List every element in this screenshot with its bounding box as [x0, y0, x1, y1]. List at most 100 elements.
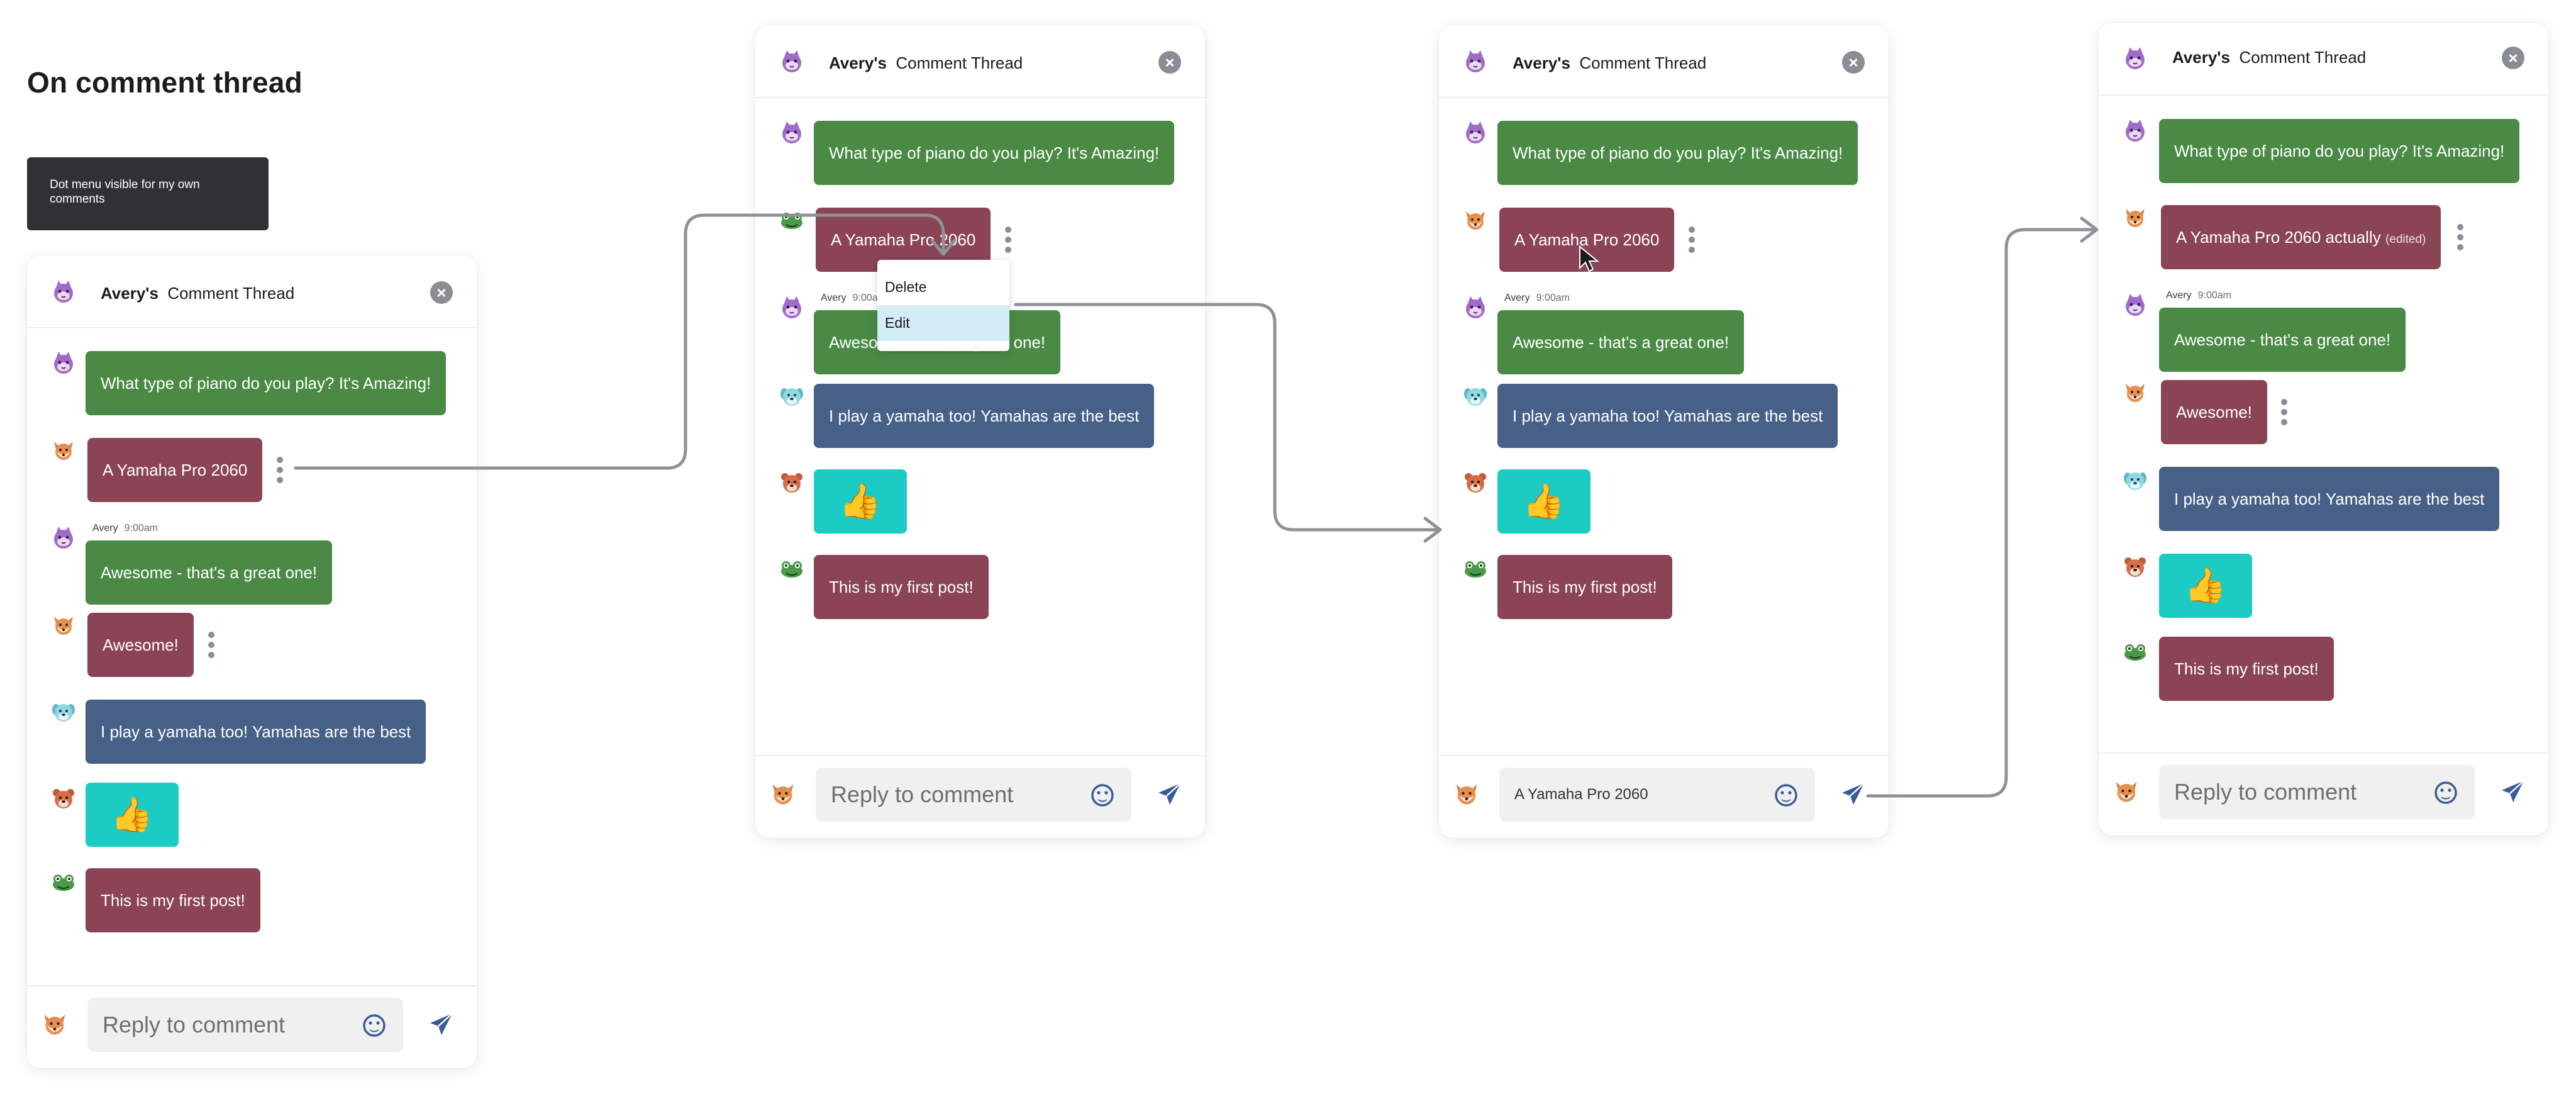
thumbs-up-bubble[interactable]: 👍 [86, 783, 179, 847]
reply-bar [2099, 752, 2548, 836]
thumbs-up-bubble[interactable]: 👍 [814, 469, 907, 534]
comment-thread-panel-1: Avery's Comment Thread What type of pian… [27, 255, 477, 1068]
frog-icon [2123, 639, 2148, 664]
page-title: On comment thread [27, 66, 303, 99]
message-bubble[interactable]: A Yamaha Pro 2060 [87, 438, 263, 502]
meta-time: 9:00am [2197, 290, 2231, 301]
purple-cat-icon [779, 50, 804, 75]
thread-title: Avery's Comment Thread [101, 284, 294, 303]
menu-item-delete[interactable]: Delete [885, 279, 927, 295]
bear-icon [2123, 555, 2148, 580]
reply-bar [27, 985, 477, 1068]
thread-header: Avery's Comment Thread [27, 255, 477, 328]
message-bubble[interactable]: I play a yamaha too! Yamahas are the bes… [1497, 384, 1838, 448]
message-meta: Avery 9:00am [2166, 290, 2231, 301]
message-bubble[interactable]: Awesome - that's a great one! [2159, 308, 2406, 372]
send-icon[interactable] [429, 1012, 454, 1037]
more-dots-icon[interactable] [1689, 226, 1695, 257]
more-dots-icon[interactable] [208, 632, 214, 662]
thread-owner: Avery's [2172, 48, 2230, 67]
reply-box [87, 998, 403, 1052]
message-bubble[interactable]: I play a yamaha too! Yamahas are the bes… [2159, 467, 2500, 531]
thread-owner: Avery's [829, 53, 887, 72]
comment-thread-panel-3: Avery's Comment Thread What type of pian… [1439, 25, 1889, 838]
reply-box [2159, 765, 2475, 819]
close-icon[interactable] [1842, 51, 1865, 74]
menu-item-edit[interactable]: Edit [877, 305, 1009, 341]
purple-cat-icon [1463, 50, 1488, 75]
frog-icon [779, 556, 804, 581]
close-icon[interactable] [1158, 51, 1181, 74]
message-bubble[interactable]: This is my first post! [1497, 555, 1672, 619]
fox-icon [51, 438, 76, 463]
purple-cat-icon [2123, 119, 2148, 144]
more-dots-icon[interactable] [2281, 399, 2287, 429]
reply-bar [1439, 755, 1889, 838]
message-bubble[interactable]: What type of piano do you play? It's Ama… [1497, 121, 1858, 185]
meta-time: 9:00am [124, 523, 158, 534]
message-bubble[interactable]: What type of piano do you play? It's Ama… [2159, 119, 2520, 183]
annotation-note: Dot menu visible for my own comments [27, 157, 269, 230]
purple-cat-icon [779, 296, 804, 321]
purple-cat-icon [1463, 296, 1488, 321]
message-bubble[interactable]: What type of piano do you play? It's Ama… [814, 121, 1175, 185]
flow-arrow-3 [1866, 228, 2097, 798]
send-icon[interactable] [1157, 781, 1182, 807]
close-icon[interactable] [430, 281, 453, 304]
message-bubble[interactable]: I play a yamaha too! Yamahas are the bes… [86, 700, 426, 764]
message-bubble[interactable]: Awesome! [87, 613, 194, 677]
purple-cat-icon [51, 280, 76, 305]
fox-icon [41, 1010, 69, 1038]
smiley-icon[interactable] [1774, 783, 1799, 808]
teal-dog-icon [1463, 384, 1488, 409]
message-bubble[interactable]: This is my first post! [86, 868, 260, 932]
thumbs-up-bubble[interactable]: 👍 [1497, 469, 1591, 534]
reply-input[interactable] [816, 768, 1080, 822]
thread-title-text: Comment Thread [896, 53, 1023, 72]
smiley-icon[interactable] [2433, 780, 2458, 805]
close-icon[interactable] [2502, 47, 2524, 69]
purple-cat-icon [1463, 121, 1488, 146]
message-bubble[interactable]: This is my first post! [2159, 637, 2334, 701]
bear-icon [1463, 471, 1488, 496]
reply-bar [755, 755, 1205, 838]
teal-dog-icon [2123, 468, 2148, 493]
message-bubble[interactable]: A Yamaha Pro 2060 actually (edited) [2161, 205, 2441, 269]
more-dots-icon[interactable] [2457, 224, 2463, 254]
bear-icon [51, 786, 76, 812]
smiley-icon[interactable] [362, 1013, 387, 1038]
purple-cat-icon [2123, 293, 2148, 318]
message-bubble[interactable]: I play a yamaha too! Yamahas are the bes… [814, 384, 1155, 448]
fox-icon [2123, 205, 2148, 230]
comment-thread-panel-2: Avery's Comment Thread What type of pian… [755, 25, 1205, 838]
bear-icon [779, 471, 804, 496]
message-bubble[interactable]: Awesome - that's a great one! [1497, 310, 1745, 374]
message-bubble[interactable]: This is my first post! [814, 555, 989, 619]
more-dots-icon[interactable] [1005, 226, 1011, 257]
thumbs-up-bubble[interactable]: 👍 [2159, 554, 2252, 618]
smiley-icon[interactable] [1090, 783, 1115, 808]
frog-icon [1463, 556, 1488, 581]
fox-icon [2112, 778, 2140, 805]
reply-box [816, 768, 1131, 822]
thread-title-text: Comment Thread [2239, 48, 2367, 67]
message-bubble[interactable]: What type of piano do you play? It's Ama… [86, 351, 447, 415]
thread-title-text: Comment Thread [167, 284, 295, 303]
edit-input[interactable] [1499, 768, 1763, 822]
meta-name: Avery [821, 293, 847, 303]
fox-icon [1463, 208, 1488, 233]
meta-name: Avery [2166, 290, 2192, 301]
more-dots-icon[interactable] [277, 457, 283, 487]
edited-tag: (edited) [2385, 233, 2426, 246]
reply-input[interactable] [2159, 765, 2423, 819]
send-icon[interactable] [2501, 779, 2526, 804]
message-text: A Yamaha Pro 2060 actually [2176, 228, 2381, 247]
frog-icon [51, 870, 76, 895]
send-icon[interactable] [1841, 781, 1866, 807]
message-bubble[interactable]: Awesome! [2161, 380, 2267, 444]
thread-title: Avery's Comment Thread [1513, 53, 1706, 73]
message-bubble[interactable]: Awesome - that's a great one! [86, 540, 333, 605]
reply-input[interactable] [87, 998, 352, 1052]
